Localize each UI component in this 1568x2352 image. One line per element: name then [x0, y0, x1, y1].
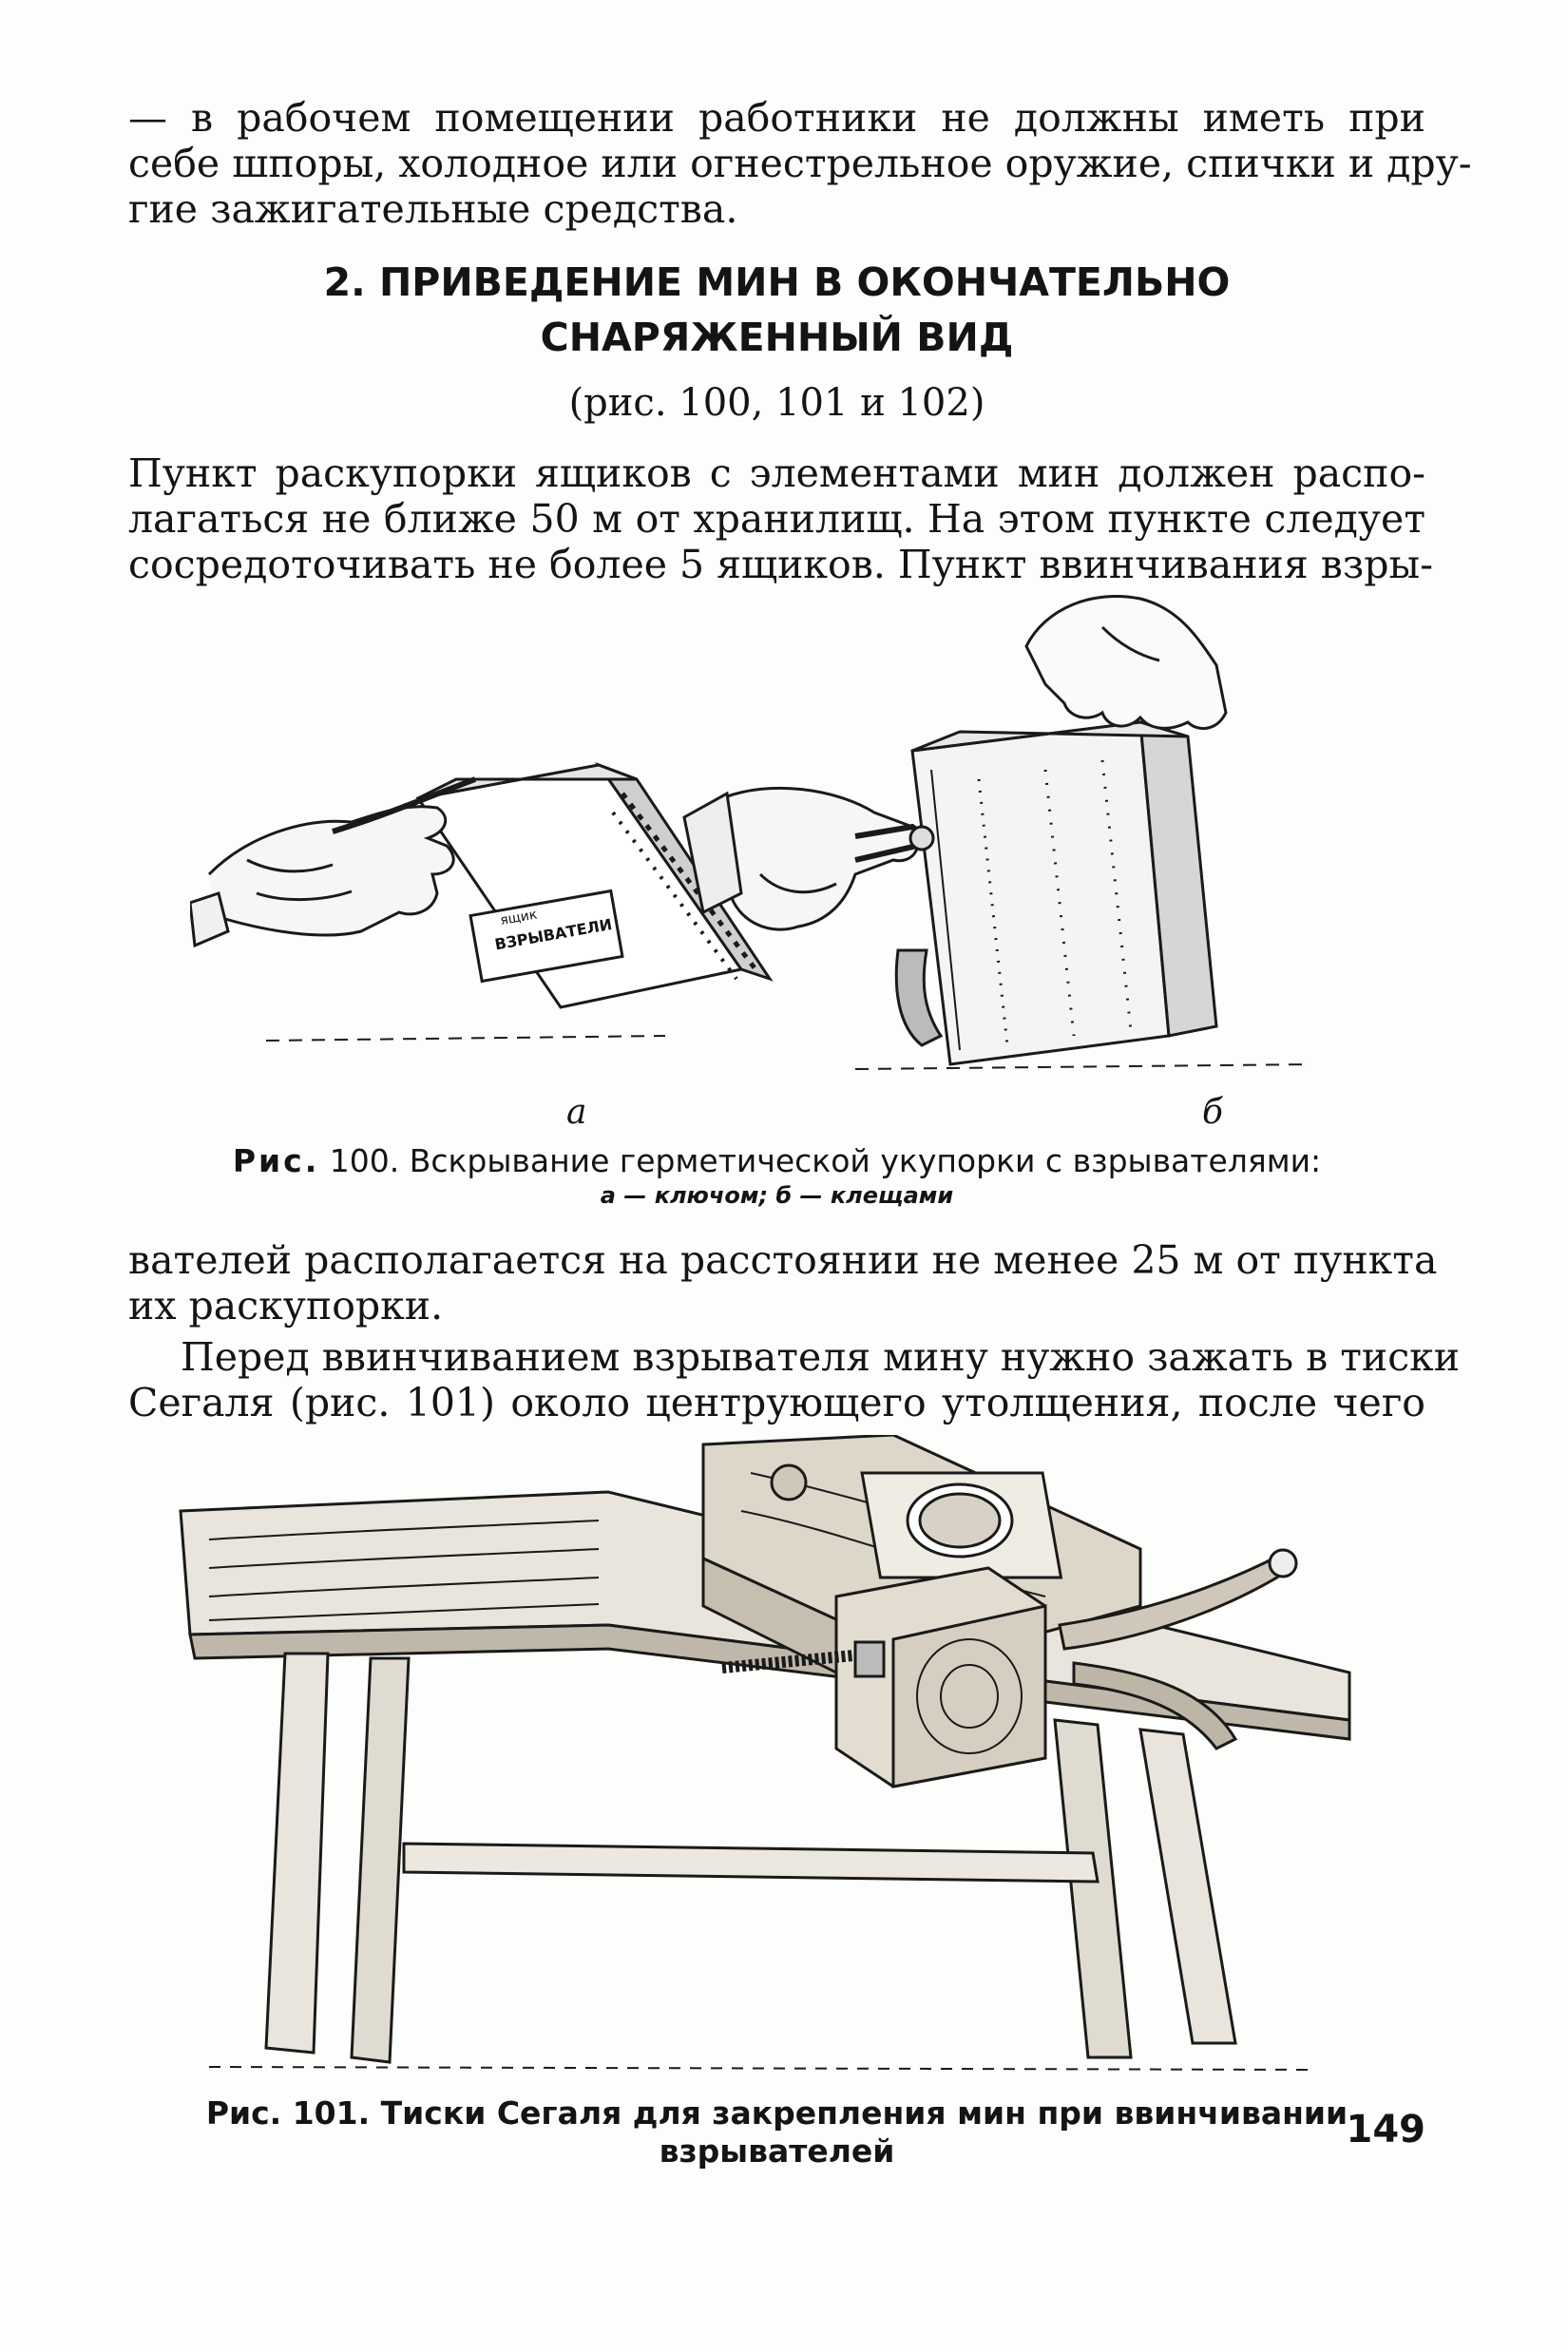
box-b — [894, 719, 1218, 1066]
figure-label-a: а — [566, 1093, 587, 1132]
figure-100-illustration: ящик ВЗРЫВАТЕЛИ — [190, 594, 1312, 1070]
caption-subtitle: а — ключом; б — клещами — [600, 1182, 954, 1209]
vise-screw — [721, 1640, 886, 1678]
figure-100-caption: Рис. 100. Вскрывание герметической укупо… — [128, 1142, 1425, 1211]
hand-with-key-icon — [190, 776, 477, 948]
section-figure-reference: (рис. 100, 101 и 102) — [568, 381, 985, 425]
box-a — [415, 761, 774, 1009]
text-line: Перед ввинчиванием взрывателя мину нужно… — [181, 1334, 1461, 1380]
box-label-top: ящик — [499, 907, 538, 928]
caption-main: 101. Тиски Сегаля для закрепления мин пр… — [292, 2094, 1348, 2132]
figure-101-caption: Рис. 101. Тиски Сегаля для закрепления м… — [128, 2094, 1425, 2170]
text-line: вателей располагается на расстоянии не м… — [128, 1237, 1438, 1283]
hand-on-top-icon — [1024, 594, 1228, 731]
figure-101-illustration — [179, 1435, 1351, 2071]
text-line: — в рабочем помещении работники не должн… — [128, 95, 1425, 141]
page-number: 149 — [1346, 2108, 1426, 2151]
paragraph-fuze-distance: вателей располагается на расстоянии не м… — [128, 1237, 1438, 1329]
caption-main: 100. Вскрывание герметической укупорки с… — [329, 1142, 1322, 1179]
text-line: Пункт раскупорки ящиков с элементами мин… — [128, 450, 1425, 496]
text-line: их раскупорки. — [128, 1283, 444, 1329]
caption-prefix: Рис. — [205, 2094, 282, 2132]
text-line: себе шпоры, холодное или огнестрельное о… — [128, 141, 1472, 186]
vise-lever — [1058, 1548, 1298, 1750]
text-line: лагаться не ближе 50 м от хранилищ. На э… — [128, 496, 1425, 542]
caption-line2: взрывателей — [659, 2132, 895, 2170]
paragraph-box-opening: Пункт раскупорки ящиков с элементами мин… — [128, 450, 1433, 587]
section-title-line2: СНАРЯЖЕННЫЙ ВИД — [540, 315, 1014, 360]
bench-legs — [208, 1652, 1312, 2071]
hand-with-pliers-icon — [682, 786, 935, 931]
figure-label-b: б — [1202, 1093, 1223, 1132]
text-line: сосредоточивать не более 5 ящиков. Пункт… — [128, 542, 1433, 587]
intro-paragraph: — в рабочем помещении работники не должн… — [128, 95, 1472, 232]
text-line: гие зажигательные средства. — [128, 186, 738, 232]
vise-jaw-block — [834, 1566, 1047, 1788]
paragraph-vise: Перед ввинчиванием взрывателя мину нужно… — [128, 1334, 1461, 1425]
text-line: Сегаля (рис. 101) около центрующего утол… — [128, 1380, 1425, 1425]
section-title-line1: 2. ПРИВЕДЕНИЕ МИН В ОКОНЧАТЕЛЬНО — [323, 259, 1231, 305]
caption-prefix: Рис. — [232, 1142, 320, 1179]
